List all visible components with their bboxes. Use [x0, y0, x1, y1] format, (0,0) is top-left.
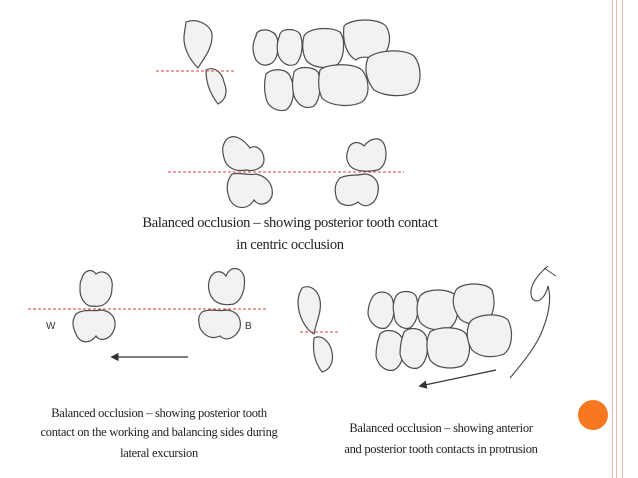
upper-molar-1 — [302, 27, 345, 69]
frame-border-left-1 — [612, 0, 613, 478]
centric-occlusion-caption: Balanced occlusion – showing posterior t… — [110, 212, 470, 257]
condyle-path-curve — [509, 265, 551, 379]
centric-caption-line-1: Balanced occlusion – showing posterior t… — [142, 215, 438, 231]
upper-premolar-2 — [276, 28, 303, 66]
balancing-side-label: B — [245, 321, 252, 332]
protrusion-lower-premolar-1 — [375, 329, 405, 371]
centric-caption-line-2: in centric occlusion — [236, 237, 344, 254]
centric-right-upper-tooth — [346, 138, 387, 172]
working-side-label: W — [46, 321, 56, 332]
lateral-caption-line-1: Balanced occlusion – showing posterior t… — [51, 406, 267, 420]
centric-right-lower-tooth — [334, 173, 379, 207]
accent-dot — [578, 400, 608, 430]
frame-border-right-1 — [622, 0, 623, 478]
upper-incisor — [183, 20, 213, 69]
centric-occlusion-diagram — [168, 136, 404, 209]
protrusion-upper-premolar-2 — [392, 290, 419, 329]
lateral-caption-line-2: contact on the working and balancing sid… — [40, 424, 278, 439]
protrusion-upper-incisor — [297, 286, 321, 335]
condyle-tick — [543, 267, 557, 277]
protrusion-upper-premolar-1 — [367, 291, 395, 329]
frame-border-left-2 — [616, 0, 617, 478]
protrusion-lower-incisor — [312, 336, 334, 373]
lateral-caption-line-3: lateral excursion — [120, 445, 198, 460]
protrusion-upper-molar-1 — [416, 289, 459, 331]
upper-premolar-1 — [252, 29, 279, 66]
balancing-lower-tooth — [198, 309, 241, 340]
lower-incisor — [205, 68, 227, 105]
centric-left-lower-tooth — [226, 172, 273, 209]
lower-molar-1 — [318, 64, 369, 107]
lower-premolar-2 — [291, 66, 321, 109]
protrusion-caption-line-2: and posterior tooth contacts in protrusi… — [344, 441, 538, 456]
lateral-excursion-caption: Balanced occlusion – showing posterior t… — [14, 404, 304, 462]
lower-molar-2 — [365, 50, 421, 97]
top-sagittal-diagram — [156, 19, 421, 112]
protrusion-caption: Balanced occlusion – showing anterior an… — [316, 418, 566, 459]
protrusion-lower-premolar-2 — [399, 327, 429, 369]
lower-premolar-1 — [263, 69, 295, 112]
centric-left-upper-tooth — [222, 136, 265, 172]
protrusion-caption-line-1: Balanced occlusion – showing anterior — [349, 421, 533, 435]
working-upper-tooth — [79, 269, 113, 307]
working-lower-tooth — [72, 309, 116, 343]
protrusion-direction-arrow — [418, 369, 497, 389]
balancing-upper-tooth — [207, 267, 246, 306]
lateral-excursion-diagram — [28, 267, 266, 362]
protrusion-lower-molar-2 — [466, 314, 513, 358]
protrusion-lower-molar-1 — [426, 327, 471, 369]
protrusion-diagram — [297, 265, 557, 389]
